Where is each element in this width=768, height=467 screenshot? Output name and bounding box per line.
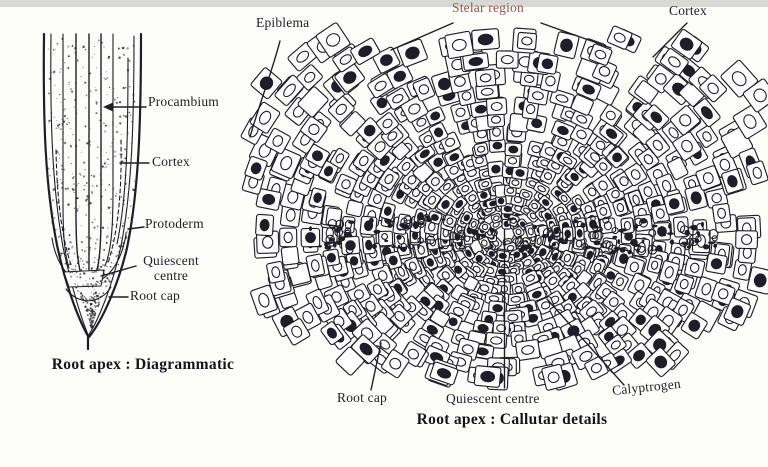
label-cortex-left: Cortex (152, 154, 190, 169)
label-epiblema: Epiblema (256, 15, 310, 30)
label-quiescent-centre-left: Quiescent centre (143, 253, 199, 283)
label-root-cap-left: Root cap (130, 288, 180, 303)
scan-edge-strip (0, 0, 768, 7)
label-stelar-region: Stelar region (452, 0, 524, 15)
label-cortex-right: Cortex (669, 3, 707, 18)
label-protoderm: Protoderm (145, 216, 204, 231)
left-caption: Root apex : Diagrammatic (51, 356, 235, 373)
label-procambium: Procambium (148, 94, 219, 109)
right-leader-lines (249, 22, 688, 391)
label-root-cap-right: Root cap (337, 390, 387, 405)
root-apex-cellular-art (240, 22, 768, 391)
right-caption: Root apex : Callutar details (416, 411, 608, 428)
label-quiescent-centre-right: Quiescent centre (446, 391, 540, 406)
left-diagram-art (42, 32, 150, 351)
